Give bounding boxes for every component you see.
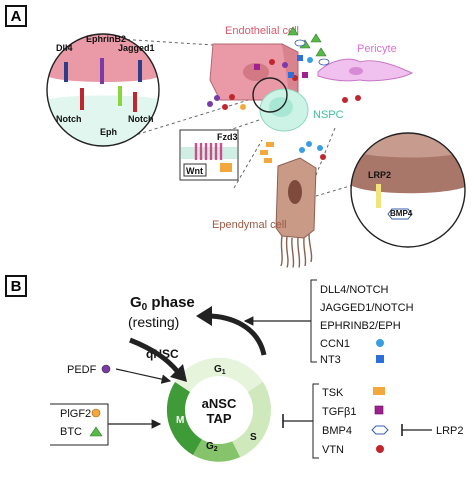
pedf-arrow xyxy=(115,368,172,384)
vtn-dot xyxy=(376,445,384,453)
jagged1-label: Jagged1 xyxy=(118,43,155,53)
resting-label: (resting) xyxy=(128,314,179,330)
bmp4-hexagon xyxy=(371,425,389,435)
bottom-item-2: BMP4 xyxy=(322,425,352,437)
bottom-item-0: TSK xyxy=(322,387,344,399)
tsk-square xyxy=(373,387,385,395)
top-item-3: CCN1 xyxy=(320,338,350,350)
endothelial-label: Endothelial cell xyxy=(225,25,299,37)
return-arrowhead xyxy=(196,306,212,326)
pedf-dot xyxy=(101,364,111,374)
top-factor-bracket xyxy=(310,279,317,363)
lrp2-zoom-circle xyxy=(350,132,466,248)
tap-label: TAP xyxy=(206,411,231,426)
plgf2-label: PlGF2 xyxy=(60,408,91,420)
wnt-label: Wnt xyxy=(186,166,203,176)
top-item-2: EPHRINB2/EPH xyxy=(320,320,401,332)
cell-cycle-ring xyxy=(166,357,271,462)
ependymal-cell xyxy=(275,157,317,269)
pericyte-label: Pericyte xyxy=(357,43,397,55)
btc-label: BTC xyxy=(60,426,82,438)
nt3-square xyxy=(376,355,384,363)
g1-label: G1 xyxy=(214,364,226,376)
pericyte-cell xyxy=(317,58,414,82)
g2-label: G2 xyxy=(206,441,218,453)
pedf-label: PEDF xyxy=(67,364,97,376)
panel-b-label: B xyxy=(5,275,27,297)
bottom-item-1: TGFβ1 xyxy=(322,406,356,418)
bmp4-label-a: BMP4 xyxy=(390,209,413,218)
bottom-factor-bracket xyxy=(312,383,319,459)
return-arrow xyxy=(206,313,267,356)
m-label: M xyxy=(176,415,184,426)
nspc-zoom-ring xyxy=(252,77,288,113)
panel-a-label: A xyxy=(5,5,27,27)
s-label: S xyxy=(250,432,257,443)
notch-right-label: Notch xyxy=(128,114,154,124)
lrp2-label-b: LRP2 xyxy=(436,425,464,437)
fzd3-label: Fzd3 xyxy=(217,132,238,142)
plgf2-dot xyxy=(91,408,101,418)
nspc-label: NSPC xyxy=(313,109,344,121)
g0-phase-label: G0 phase xyxy=(130,294,195,313)
ependymal-label: Ependymal cell xyxy=(212,219,287,231)
ephrinb2-label: EphrinB2 xyxy=(86,34,126,44)
bottom-item-3: VTN xyxy=(322,444,344,456)
notch-left-label: Notch xyxy=(56,114,82,124)
ccn1-dot xyxy=(376,339,384,347)
btc-triangle xyxy=(89,426,103,437)
activation-arrowhead xyxy=(170,364,187,382)
tgfb1-square xyxy=(374,405,384,415)
lrp2-label-a: LRP2 xyxy=(368,170,391,180)
secreted-factors xyxy=(207,26,361,163)
eph-label: Eph xyxy=(100,127,117,137)
nspc-cell xyxy=(259,88,309,132)
ansc-label: aNSC xyxy=(202,396,237,411)
top-item-0: DLL4/NOTCH xyxy=(320,284,389,296)
top-item-4: NT3 xyxy=(320,354,341,366)
wnt-fzd3-box xyxy=(179,129,239,181)
dll4-label: Dll4 xyxy=(56,43,73,53)
activation-arrow xyxy=(129,337,180,374)
top-item-1: JAGGED1/NOTCH xyxy=(320,302,414,314)
